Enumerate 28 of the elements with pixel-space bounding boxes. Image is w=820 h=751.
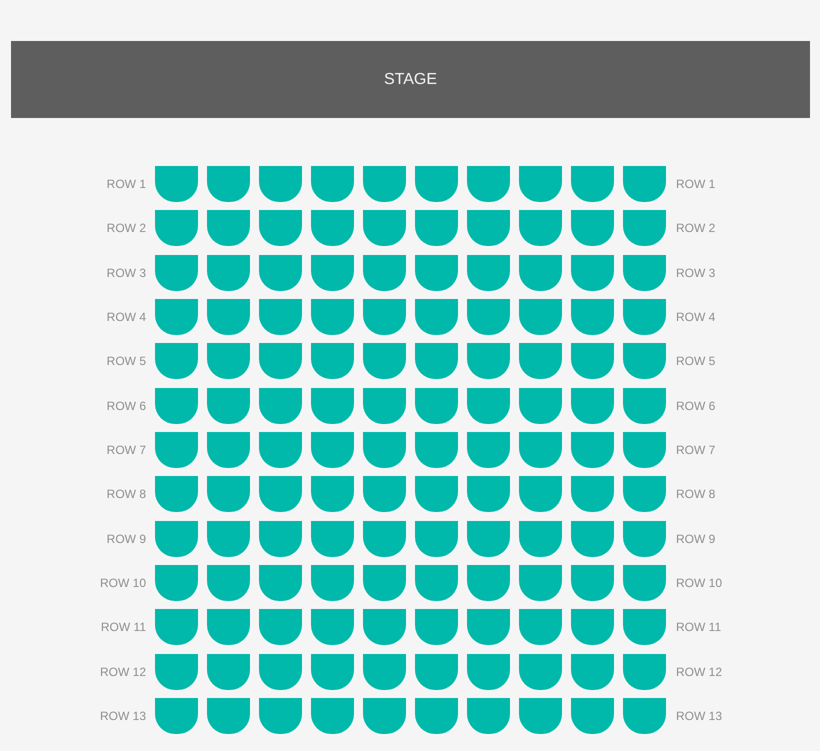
stage-label: STAGE [384,70,438,88]
row-label: ROW 3 [676,266,716,280]
row-label: ROW 10 [676,576,722,590]
row-label: ROW 9 [676,532,716,546]
row-label: ROW 11 [676,620,722,634]
row-label: ROW 12 [100,664,146,679]
row-label: ROW 12 [676,664,722,679]
row-label: ROW 6 [106,398,146,413]
row-label: ROW 10 [100,576,146,590]
row-label: ROW 1 [106,177,146,191]
row-label: ROW 7 [676,442,716,457]
row-label: ROW 13 [676,708,722,723]
row-label: ROW 3 [106,266,146,280]
row-label: ROW 4 [106,310,146,324]
row-label: ROW 1 [676,177,716,191]
row-label: ROW 6 [676,398,716,413]
row-label: ROW 8 [676,487,716,502]
row-label: ROW 4 [676,310,716,324]
stage-band [11,41,810,118]
row-label: ROW 9 [106,532,146,546]
row-label: ROW 5 [676,354,716,368]
row-label: ROW 8 [106,487,146,502]
row-label: ROW 11 [100,620,146,634]
row-label: ROW 7 [106,442,146,457]
row-label: ROW 13 [100,708,146,723]
row-label: ROW 2 [676,221,716,236]
row-label: ROW 2 [106,221,146,236]
row-label: ROW 5 [106,354,146,368]
